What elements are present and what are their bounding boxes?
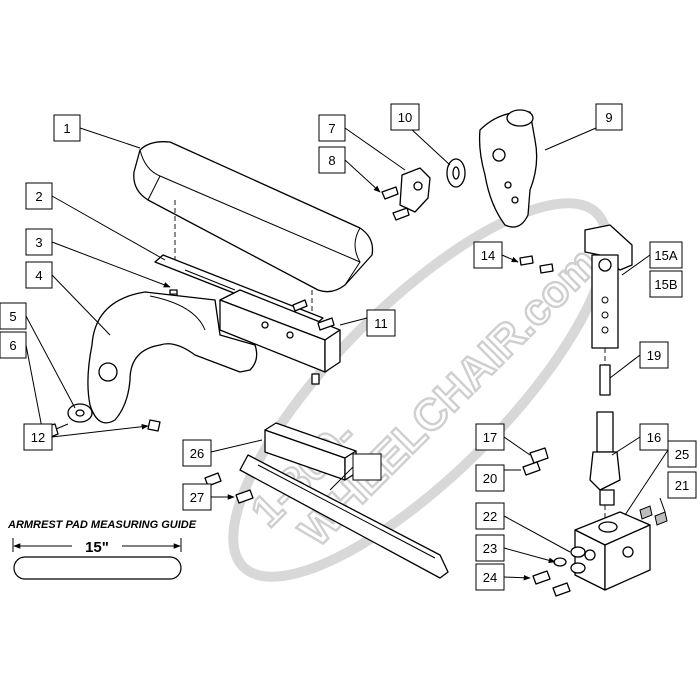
clamp-block bbox=[574, 511, 651, 591]
svg-text:19: 19 bbox=[647, 348, 661, 363]
callouts: 1 2 3 4 5 6 12 7 8 10 9 11 14 15A 15B 19… bbox=[0, 103, 697, 591]
svg-text:2: 2 bbox=[35, 189, 42, 204]
screw-part-14 bbox=[519, 255, 554, 274]
washer-part-10 bbox=[446, 158, 466, 188]
support-post bbox=[589, 364, 621, 506]
callout-8: 8 bbox=[318, 146, 346, 174]
callout-16: 16 bbox=[639, 423, 669, 451]
callout-23: 24 bbox=[475, 563, 505, 591]
guide-size: 15" bbox=[85, 539, 109, 556]
swivel-mount bbox=[478, 109, 538, 228]
svg-text:10: 10 bbox=[398, 110, 412, 125]
svg-text:12: 12 bbox=[31, 430, 45, 445]
svg-text:20: 20 bbox=[483, 471, 497, 486]
svg-text:6: 6 bbox=[9, 338, 16, 353]
screw-part-23 bbox=[532, 570, 571, 597]
svg-text:7: 7 bbox=[328, 121, 335, 136]
screw-part-11 bbox=[292, 299, 335, 385]
washer-part-5 bbox=[67, 403, 93, 423]
svg-text:4: 4 bbox=[35, 268, 42, 283]
upright-clamp bbox=[584, 224, 633, 349]
screw-part-17 bbox=[529, 447, 549, 464]
washer-part-21 bbox=[570, 546, 586, 558]
svg-text:3: 3 bbox=[35, 235, 42, 250]
callout-6: 6 bbox=[0, 331, 27, 359]
svg-text:11: 11 bbox=[374, 316, 388, 331]
callout-20: 21 bbox=[667, 471, 697, 499]
cap-part-20 bbox=[639, 505, 668, 526]
arm-bracket bbox=[87, 291, 258, 424]
svg-text:17: 17 bbox=[483, 430, 497, 445]
callout-15A: 15A bbox=[649, 241, 683, 269]
screw-part-8 bbox=[381, 186, 410, 221]
callout-26: 27 bbox=[182, 483, 212, 511]
svg-text:5: 5 bbox=[9, 309, 16, 324]
svg-text:25: 25 bbox=[675, 447, 689, 462]
svg-text:16: 16 bbox=[647, 430, 661, 445]
svg-text:27: 27 bbox=[190, 490, 204, 505]
svg-text:15B: 15B bbox=[654, 277, 677, 292]
leader-lines bbox=[25, 127, 669, 581]
svg-text:26: 26 bbox=[190, 446, 204, 461]
svg-text:1: 1 bbox=[63, 121, 70, 136]
svg-text:9: 9 bbox=[605, 110, 612, 125]
callout-21: 22 bbox=[475, 502, 505, 530]
tube-bracket bbox=[219, 289, 341, 373]
callout-17: 17 bbox=[475, 423, 505, 451]
callout-11: 11 bbox=[366, 309, 396, 337]
callout-22: 23 bbox=[475, 534, 505, 562]
pad-outline bbox=[13, 556, 182, 580]
callout-27 bbox=[352, 453, 382, 481]
svg-text:8: 8 bbox=[328, 153, 335, 168]
armrest-pad bbox=[133, 141, 374, 293]
callout-15B: 15B bbox=[649, 270, 683, 298]
svg-text:21: 21 bbox=[675, 478, 689, 493]
svg-text:24: 24 bbox=[483, 570, 497, 585]
callout-25: 26 bbox=[182, 439, 212, 467]
callout-3: 3 bbox=[25, 228, 53, 256]
screw-part-12 bbox=[147, 419, 161, 432]
callout-18: 19 bbox=[639, 341, 669, 369]
arm-tube bbox=[239, 454, 449, 579]
callout-19: 20 bbox=[475, 464, 505, 492]
guide-title: ARMREST PAD MEASURING GUIDE bbox=[7, 519, 197, 531]
callout-24: 25 bbox=[667, 440, 697, 468]
screw-part-26 bbox=[204, 472, 254, 504]
callout-10: 10 bbox=[390, 103, 420, 131]
svg-text:14: 14 bbox=[481, 248, 495, 263]
svg-text:15A: 15A bbox=[654, 248, 677, 263]
screw-part-19 bbox=[522, 461, 541, 476]
callout-14: 14 bbox=[473, 241, 503, 269]
callout-12: 12 bbox=[23, 423, 53, 451]
washer-part-22 bbox=[553, 557, 586, 574]
callout-5: 5 bbox=[0, 302, 27, 330]
measuring-guide: ARMREST PAD MEASURING GUIDE 15" bbox=[7, 519, 197, 580]
callout-4: 4 bbox=[25, 261, 53, 289]
svg-text:23: 23 bbox=[483, 541, 497, 556]
svg-text:22: 22 bbox=[483, 509, 497, 524]
callout-9: 9 bbox=[595, 103, 623, 131]
callout-1: 1 bbox=[53, 114, 81, 142]
swivel-bracket bbox=[399, 167, 431, 213]
callout-7: 7 bbox=[318, 114, 346, 142]
callout-2: 2 bbox=[25, 182, 53, 210]
